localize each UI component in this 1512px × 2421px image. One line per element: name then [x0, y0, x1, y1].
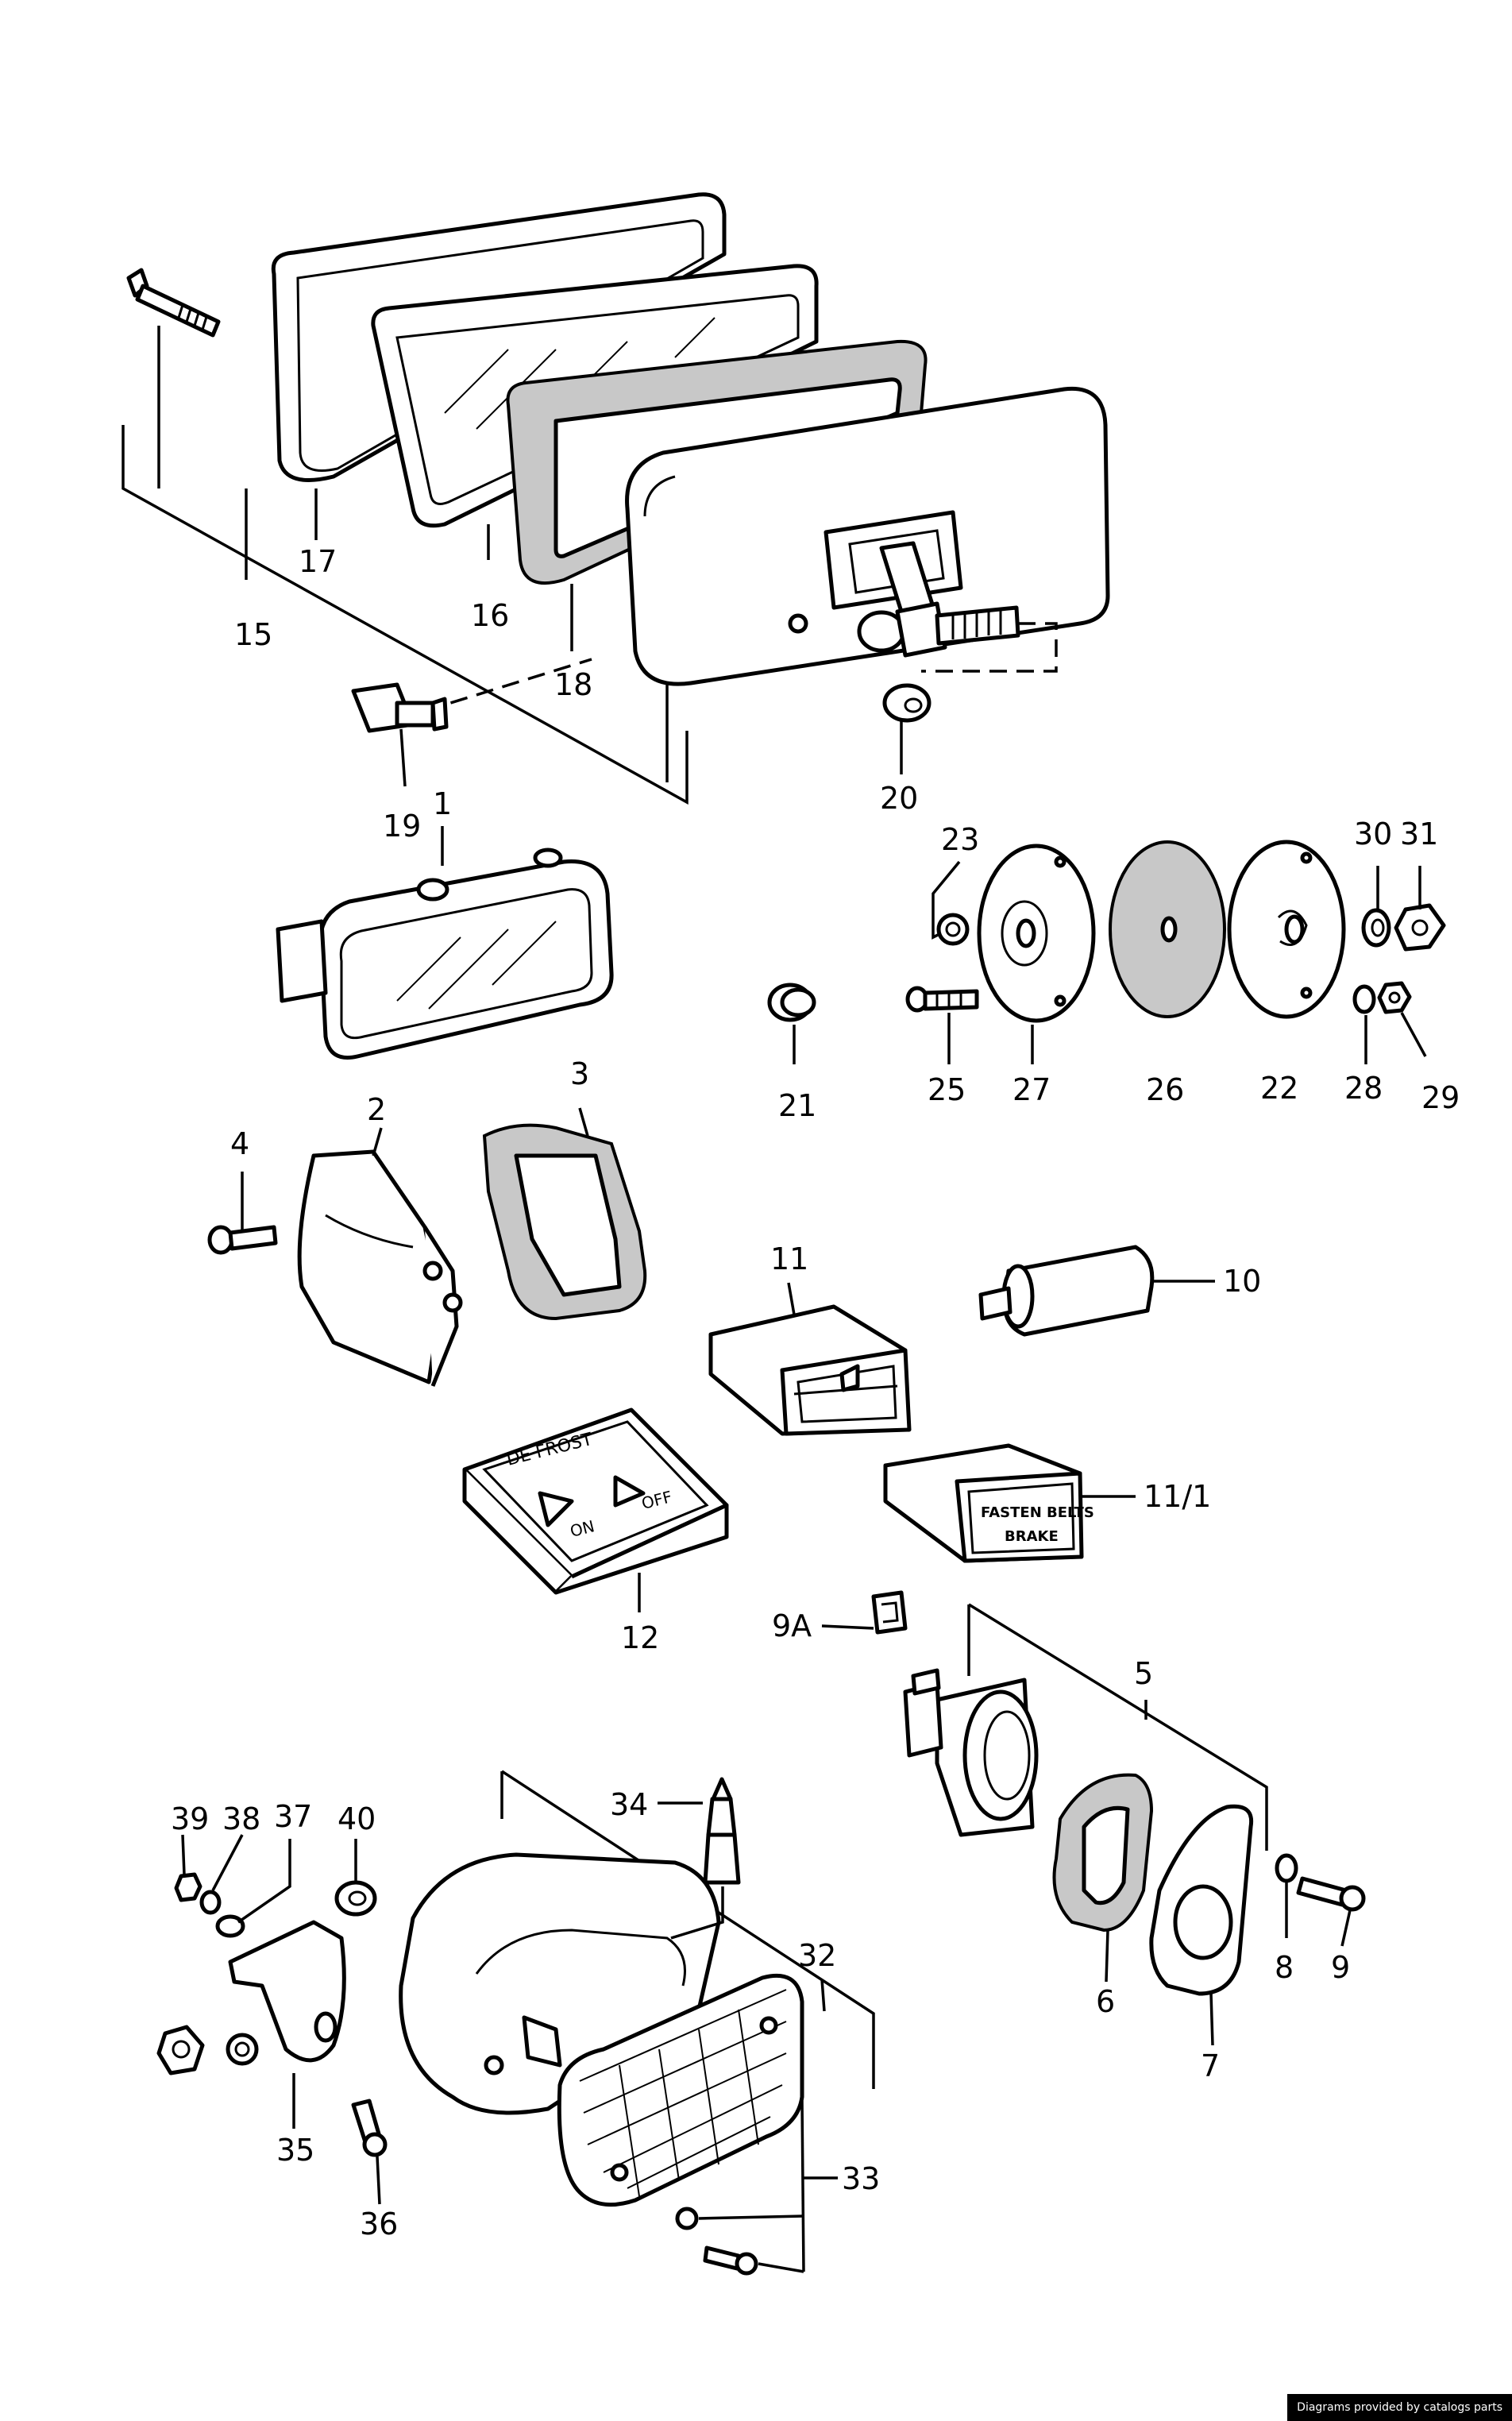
callout-1: 1: [433, 786, 452, 821]
grommet: [882, 683, 932, 723]
socket-plate-7: [1149, 1804, 1254, 1996]
washer-28: [1352, 984, 1376, 1014]
nut-bracket: [156, 2025, 205, 2075]
callout-11: 11: [770, 1241, 808, 1276]
side-marker-lamp: [276, 848, 614, 1060]
callout-26: 26: [1146, 1072, 1184, 1107]
screw-36: [351, 2099, 388, 2157]
callout-3: 3: [570, 1056, 589, 1091]
callout-labels: 1 2 3 4 5 6 7 8 9 9A 10 11 11/1 12 15 16…: [171, 544, 1460, 2241]
license-light-lens: [557, 1973, 804, 2207]
bulb-holder: [351, 682, 449, 733]
diagram-credit: Diagrams provided by catalogs parts: [1287, 2394, 1512, 2421]
grommet-40: [334, 1880, 377, 1917]
lock-washer-23: [936, 913, 970, 946]
fasten-belts-label: FASTEN BELTS: [981, 1504, 1094, 1521]
washer-30: [1361, 908, 1391, 948]
callout-12: 12: [621, 1620, 659, 1655]
callout-28: 28: [1344, 1071, 1383, 1106]
callout-20: 20: [880, 781, 918, 816]
callout-34: 34: [610, 1787, 648, 1822]
callout-35: 35: [276, 2133, 314, 2168]
screw-25: [905, 986, 979, 1013]
mount-plate-22: [1227, 840, 1346, 1019]
screw-9: [1296, 1876, 1366, 1912]
grommet-21: [767, 983, 816, 1022]
lighter-socket: [903, 1668, 1039, 1837]
mount-plate-27: [977, 844, 1096, 1023]
callout-33: 33: [842, 2161, 880, 2196]
bracket-35: [228, 1920, 346, 2063]
callout-10: 10: [1223, 1264, 1261, 1299]
callout-31: 31: [1400, 817, 1438, 851]
callout-25: 25: [928, 1072, 966, 1107]
callout-16: 16: [471, 598, 509, 633]
callout-2: 2: [367, 1092, 386, 1127]
capacitor-10: [978, 1245, 1155, 1337]
washer-8: [1275, 1853, 1298, 1883]
callout-5: 5: [1134, 1656, 1153, 1691]
callout-36: 36: [360, 2207, 398, 2241]
switch-gasket: [482, 1123, 647, 1321]
callout-9: 9: [1331, 1950, 1350, 1985]
bulb-34: [703, 1777, 741, 1885]
callout-7: 7: [1201, 2048, 1220, 2083]
callout-30: 30: [1354, 817, 1392, 851]
callout-8: 8: [1275, 1950, 1294, 1985]
washer-38: [199, 1890, 222, 1915]
callout-4: 4: [230, 1126, 249, 1161]
callout-19: 19: [383, 809, 421, 844]
nut-31: [1394, 903, 1446, 952]
switch-housing: [297, 1149, 463, 1387]
callout-18: 18: [554, 667, 592, 702]
callout-23: 23: [941, 822, 979, 857]
lamp-assembly-15: [122, 192, 1110, 805]
lamp-socket-stud: [857, 601, 1020, 658]
clip-9A: [871, 1590, 908, 1635]
callout-40: 40: [338, 1801, 376, 1836]
socket-gasket-6: [1052, 1773, 1154, 1933]
callout-11-1: 11/1: [1144, 1479, 1211, 1514]
callout-38: 38: [222, 1801, 260, 1836]
callout-39: 39: [171, 1801, 209, 1836]
long-screw: [126, 268, 221, 338]
washer-37: [215, 1914, 245, 1938]
callout-32: 32: [798, 1938, 836, 1973]
lock-washer-bracket: [226, 2033, 259, 2066]
callout-37: 37: [274, 1799, 312, 1834]
callout-21: 21: [778, 1088, 816, 1123]
callout-22: 22: [1260, 1071, 1298, 1106]
warning-switch-11: [708, 1304, 912, 1436]
callout-15: 15: [234, 617, 272, 652]
nut-29: [1377, 981, 1412, 1014]
callout-27: 27: [1012, 1072, 1051, 1107]
small-screw: [207, 1225, 278, 1255]
defrost-switch-12: DE FROST ON OFF: [462, 1407, 729, 1595]
nut-39: [174, 1872, 202, 1902]
brake-label: BRAKE: [1005, 1528, 1059, 1545]
gasket-26: [1109, 840, 1226, 1018]
callout-17: 17: [299, 544, 337, 579]
leader-lines: [181, 488, 1427, 2205]
fasten-belts-switch-11-1: FASTEN BELTS BRAKE: [883, 1443, 1094, 1563]
callout-9A: 9A: [772, 1608, 812, 1643]
screw-washer-33: [675, 2207, 758, 2276]
callout-6: 6: [1096, 1984, 1115, 2019]
callout-29: 29: [1421, 1080, 1460, 1115]
